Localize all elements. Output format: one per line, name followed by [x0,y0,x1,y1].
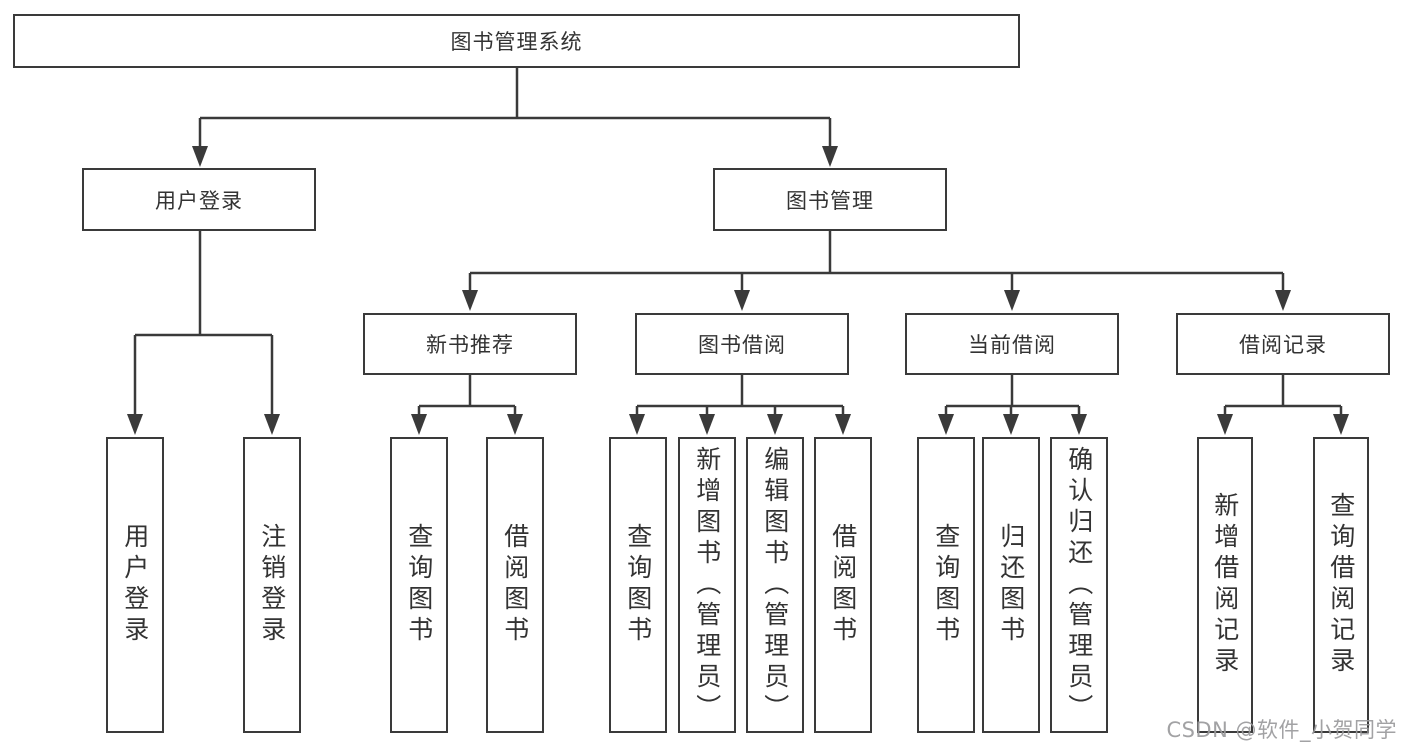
node-book-management-label: 图书管理 [786,188,874,213]
connector-book-management [462,231,1291,311]
node-current-borrow: 当前借阅 [905,313,1119,375]
node-book-borrow-label: 图书借阅 [698,333,786,357]
connector-borrow-records [1217,375,1349,435]
leaf-borrow-book-recommend: 借阅图书 [486,437,544,733]
node-user-login: 用户登录 [82,168,316,231]
node-user-login-label: 用户登录 [155,188,243,213]
node-book-borrow: 图书借阅 [635,313,849,375]
connector-new-book-recommend [411,375,523,435]
node-root: 图书管理系统 [13,14,1020,68]
connector-user-login [127,231,280,435]
leaf-edit-book-admin: 编辑图书（管理员） [746,437,804,733]
leaf-add-book-admin: 新增图书（管理员） [678,437,736,733]
node-book-management: 图书管理 [713,168,947,231]
node-borrow-records: 借阅记录 [1176,313,1390,375]
connector-root [192,68,838,167]
leaf-query-book-borrow: 查询图书 [609,437,667,733]
connector-current-borrow [938,375,1087,435]
leaf-confirm-return-admin: 确认归还（管理员） [1050,437,1108,733]
node-borrow-records-label: 借阅记录 [1239,333,1327,357]
node-new-book-recommend-label: 新书推荐 [426,333,514,357]
csdn-watermark: CSDN @软件_小贺同学 [1166,718,1397,742]
leaf-query-book-current: 查询图书 [917,437,975,733]
leaf-user-login: 用户登录 [106,437,164,733]
leaf-query-borrow-record: 查询借阅记录 [1313,437,1369,733]
leaf-query-book-recommend: 查询图书 [390,437,448,733]
leaf-borrow-book: 借阅图书 [814,437,872,733]
node-root-label: 图书管理系统 [450,30,583,54]
node-current-borrow-label: 当前借阅 [968,333,1056,357]
leaf-logout: 注销登录 [243,437,301,733]
leaf-add-borrow-record: 新增借阅记录 [1197,437,1253,733]
node-new-book-recommend: 新书推荐 [363,313,577,375]
connector-book-borrow [629,375,851,435]
leaf-return-book: 归还图书 [982,437,1040,733]
